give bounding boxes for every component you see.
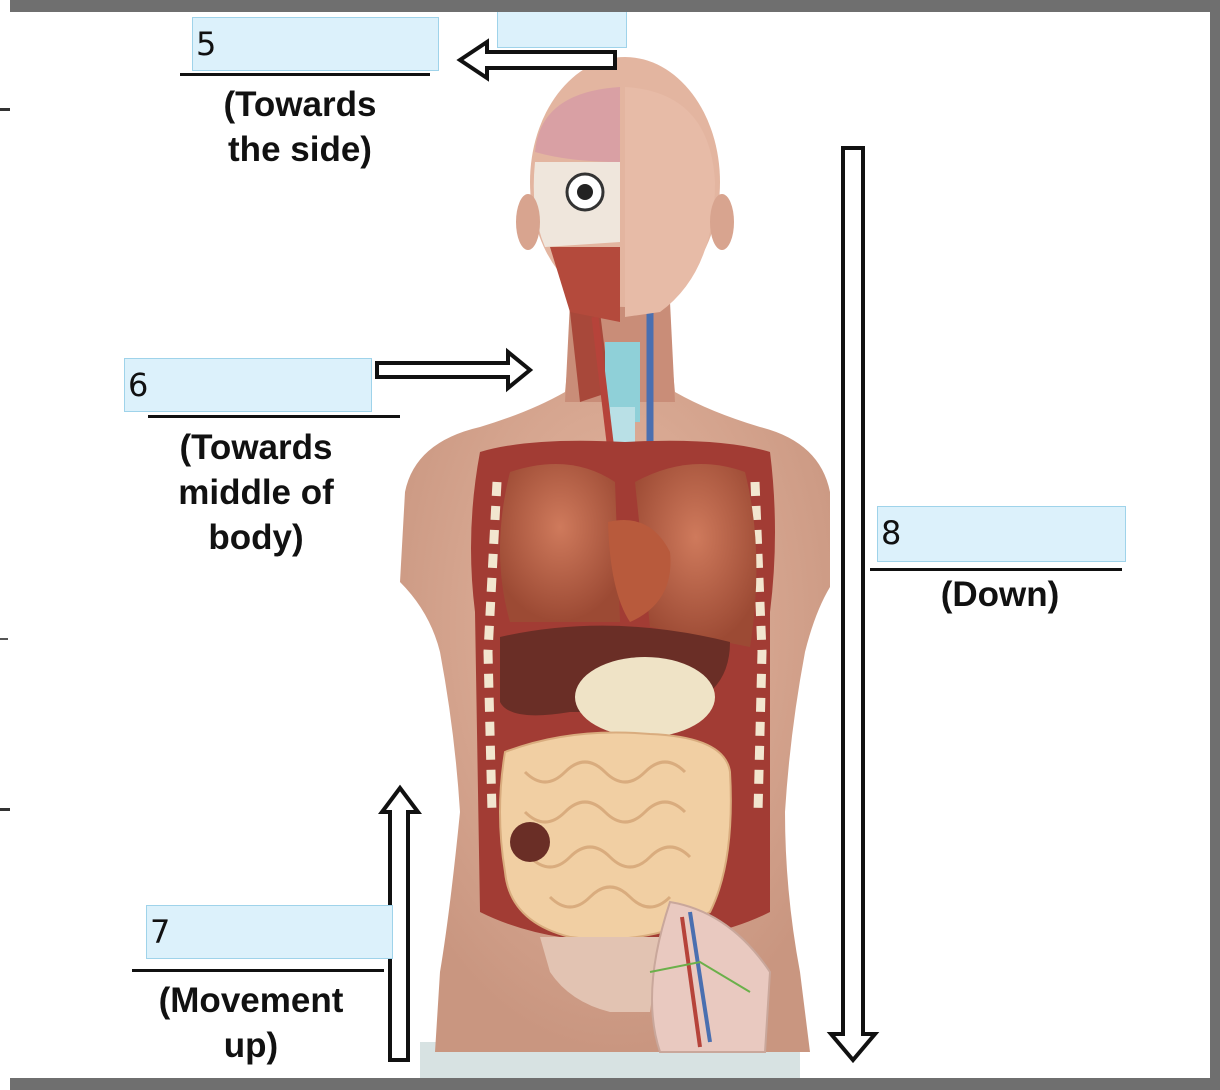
intestines bbox=[499, 731, 732, 941]
answer-field-8[interactable]: 8 bbox=[877, 506, 1126, 562]
field-number: 8 bbox=[881, 514, 902, 552]
hint-line: up) bbox=[223, 1026, 279, 1065]
ear bbox=[710, 194, 734, 250]
arrow-right-icon bbox=[375, 347, 534, 393]
field-number: 7 bbox=[150, 913, 171, 951]
carotid bbox=[591, 316, 614, 443]
trachea bbox=[610, 407, 635, 452]
brain bbox=[535, 87, 620, 162]
hint-line: (Towards bbox=[179, 428, 333, 467]
field-number: 6 bbox=[128, 366, 149, 404]
hint-line: body) bbox=[208, 518, 304, 557]
arrow-up-icon bbox=[378, 784, 422, 1062]
hint-line: (Towards bbox=[223, 85, 377, 124]
hint-line: middle of bbox=[178, 473, 334, 512]
rib-edge bbox=[483, 481, 502, 813]
answer-underline bbox=[132, 969, 384, 972]
top-answer-field[interactable] bbox=[497, 12, 627, 48]
worksheet-canvas: 5 (Towards the side) 6 (Towards middle o… bbox=[10, 12, 1210, 1078]
answer-underline bbox=[870, 568, 1122, 571]
arrow-left-icon bbox=[456, 38, 617, 82]
torso-model-image bbox=[375, 38, 880, 1078]
hint-line: (Movement bbox=[158, 981, 344, 1020]
heart bbox=[608, 520, 671, 622]
hint-line: (Down) bbox=[940, 575, 1060, 614]
hint-line: the side) bbox=[228, 130, 372, 169]
pelvis-section bbox=[540, 937, 660, 1012]
hint-caption-5: (Towards the side) bbox=[180, 82, 420, 172]
left-lung bbox=[500, 464, 620, 622]
hint-caption-6: (Towards middle of body) bbox=[146, 425, 366, 560]
arrow-down-icon bbox=[826, 146, 880, 1064]
cecum bbox=[510, 822, 550, 862]
answer-field-6[interactable]: 6 bbox=[124, 358, 372, 412]
stomach bbox=[575, 657, 715, 737]
edge-divider bbox=[0, 638, 8, 640]
answer-underline bbox=[180, 73, 430, 76]
face-muscles bbox=[550, 247, 620, 322]
thigh-section bbox=[651, 900, 772, 1053]
answer-underline bbox=[148, 415, 400, 418]
hint-caption-7: (Movement up) bbox=[140, 978, 362, 1068]
answer-field-7[interactable]: 7 bbox=[146, 905, 393, 959]
answer-field-5[interactable]: 5 bbox=[192, 17, 439, 71]
thyroid bbox=[605, 342, 640, 422]
window-left-edge bbox=[0, 0, 10, 1090]
edge-divider bbox=[0, 108, 10, 111]
field-number: 5 bbox=[196, 25, 217, 63]
half-face bbox=[625, 87, 715, 317]
edge-divider bbox=[0, 808, 10, 811]
right-lung bbox=[635, 464, 757, 647]
hint-caption-8: (Down) bbox=[920, 572, 1080, 617]
